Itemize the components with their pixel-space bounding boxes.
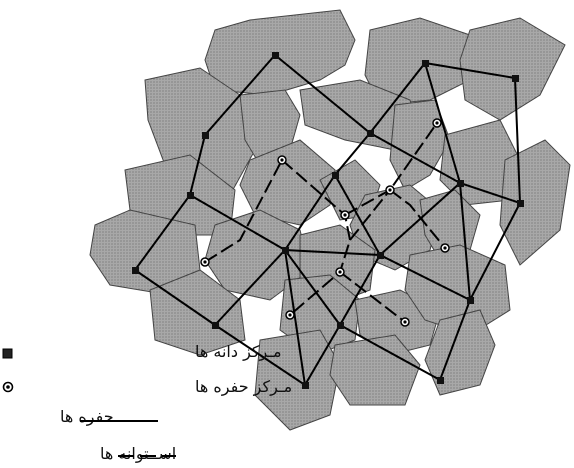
legend-grain-center-icon (3, 349, 12, 358)
pore-center-marker (386, 186, 394, 194)
grain-center-marker (422, 60, 429, 67)
grain-center-marker (332, 172, 339, 179)
legend-pores-label: حفره ها (60, 407, 114, 427)
grain-center-marker (457, 180, 464, 187)
grain-center-marker (202, 132, 209, 139)
grains-layer (90, 10, 570, 430)
grain-center-marker (302, 382, 309, 389)
grain-center-marker (467, 297, 474, 304)
pore-center-marker (441, 244, 449, 252)
grain-center-marker (212, 322, 219, 329)
legend-pore-center-icon (4, 383, 13, 392)
pore-center-marker (401, 318, 409, 326)
legend-throats-label: اســتوانه ها (100, 444, 176, 464)
grain-center-marker (132, 267, 139, 274)
grain-center-marker (282, 247, 289, 254)
legend-pore-center-label: مـرکز حفره ها (195, 377, 292, 397)
pore-center-marker (433, 119, 441, 127)
grain (205, 10, 355, 95)
grain (460, 18, 565, 120)
legend-grain-center-label: مـرکز دانه ها (195, 342, 282, 362)
pore-center-marker (341, 211, 349, 219)
grain-center-marker (517, 200, 524, 207)
grain-center-marker (187, 192, 194, 199)
grain-center-marker (272, 52, 279, 59)
pore-center-marker (336, 268, 344, 276)
pore-center-marker (278, 156, 286, 164)
pore-center-marker (201, 258, 209, 266)
legend: مـرکز دانه ها مـرکز حفره ها حفره ها اســ… (3, 342, 292, 464)
grain-center-marker (337, 322, 344, 329)
grain-center-marker (437, 377, 444, 384)
grain-center-marker (367, 130, 374, 137)
grain (500, 140, 570, 265)
pore-center-marker (286, 311, 294, 319)
grain-center-marker (377, 252, 384, 259)
grain-center-marker (512, 75, 519, 82)
